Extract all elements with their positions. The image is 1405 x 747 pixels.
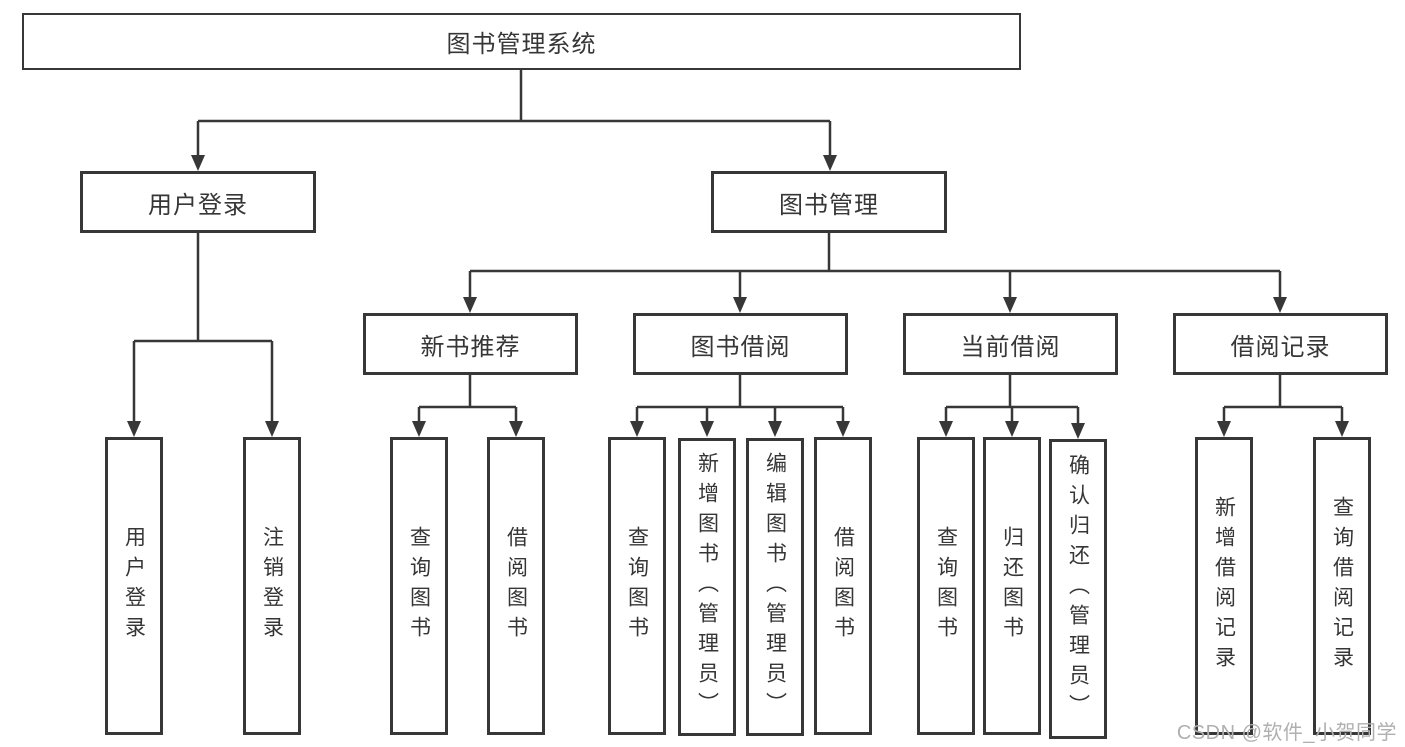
connector-user-login <box>132 233 274 421</box>
connector-current-borrow <box>944 375 1080 423</box>
arrowhead-icon <box>823 155 837 171</box>
leaf-add-book-admin: 新增图书（管理员） <box>678 438 736 736</box>
node-label: 新书推荐 <box>420 333 521 361</box>
arrowhead-icon <box>1335 421 1349 437</box>
arrowhead-icon <box>463 297 477 313</box>
leaf-user-login: 用户登录 <box>105 437 163 735</box>
leaf-query-book-current: 查询图书 <box>917 437 975 735</box>
arrowhead-icon <box>127 421 141 437</box>
arrowhead-icon <box>1005 421 1019 437</box>
leaf-label: 借阅图书 <box>504 526 528 646</box>
leaf-confirm-return-admin: 确认归还（管理员） <box>1049 439 1107 739</box>
leaf-label: 查询图书 <box>407 526 431 646</box>
leaf-label: 注销登录 <box>260 526 284 646</box>
node-label: 当前借阅 <box>960 333 1061 361</box>
node-label: 用户登录 <box>148 191 248 219</box>
node-borrow-record: 借阅记录 <box>1173 313 1388 375</box>
node-label: 图书管理 <box>779 191 879 219</box>
arrowhead-icon <box>191 155 205 171</box>
leaf-add-borrow-record: 新增借阅记录 <box>1195 437 1253 735</box>
leaf-label: 借阅图书 <box>831 526 855 646</box>
leaf-label: 新增图书（管理员） <box>695 452 719 722</box>
arrowhead-icon <box>700 421 714 437</box>
leaf-query-book-borrow: 查询图书 <box>608 437 666 735</box>
arrowhead-icon <box>509 421 523 437</box>
leaf-label: 确认归还（管理员） <box>1066 454 1090 724</box>
node-book-management: 图书管理 <box>711 171 947 233</box>
leaf-label: 新增借阅记录 <box>1212 496 1236 676</box>
arrowhead-icon <box>836 421 850 437</box>
leaf-label: 归还图书 <box>1000 526 1024 646</box>
leaf-borrow-book-recommend: 借阅图书 <box>487 437 545 735</box>
leaf-query-borrow-record: 查询借阅记录 <box>1313 437 1371 735</box>
leaf-borrow-book: 借阅图书 <box>814 437 872 735</box>
leaf-return-book: 归还图书 <box>983 437 1041 735</box>
arrowhead-icon <box>265 421 279 437</box>
node-user-login: 用户登录 <box>80 171 316 233</box>
node-label: 借阅记录 <box>1230 333 1331 361</box>
connector-borrow-record <box>1222 375 1344 421</box>
node-current-borrow: 当前借阅 <box>903 313 1118 375</box>
node-label: 图书借阅 <box>690 333 791 361</box>
node-book-borrow: 图书借阅 <box>633 313 848 375</box>
arrowhead-icon <box>768 421 782 437</box>
leaf-query-book-recommend: 查询图书 <box>390 437 448 735</box>
leaf-label: 编辑图书（管理员） <box>763 452 787 722</box>
arrowhead-icon <box>1071 423 1085 439</box>
leaf-edit-book-admin: 编辑图书（管理员） <box>746 438 804 736</box>
leaf-logout: 注销登录 <box>243 437 301 735</box>
arrowhead-icon <box>1273 297 1287 313</box>
arrowhead-icon <box>733 297 747 313</box>
leaf-label: 查询借阅记录 <box>1330 496 1354 676</box>
leaf-label: 用户登录 <box>122 526 146 646</box>
node-root: 图书管理系统 <box>22 13 1021 70</box>
connector-book-management <box>468 233 1282 297</box>
leaf-label: 查询图书 <box>934 526 958 646</box>
leaf-label: 查询图书 <box>625 526 649 646</box>
node-new-book-recommend: 新书推荐 <box>363 313 578 375</box>
arrowhead-icon <box>1003 297 1017 313</box>
csdn-watermark: CSDN @软件_小贺同学 <box>1176 722 1397 744</box>
arrowhead-icon <box>1217 421 1231 437</box>
connector-root <box>196 70 832 155</box>
arrowhead-icon <box>412 421 426 437</box>
arrowhead-icon <box>630 421 644 437</box>
node-root-label: 图书管理系统 <box>446 31 597 58</box>
arrowhead-icon <box>939 421 953 437</box>
connector-new-book-recommend <box>417 375 518 421</box>
connector-book-borrow <box>635 375 845 421</box>
